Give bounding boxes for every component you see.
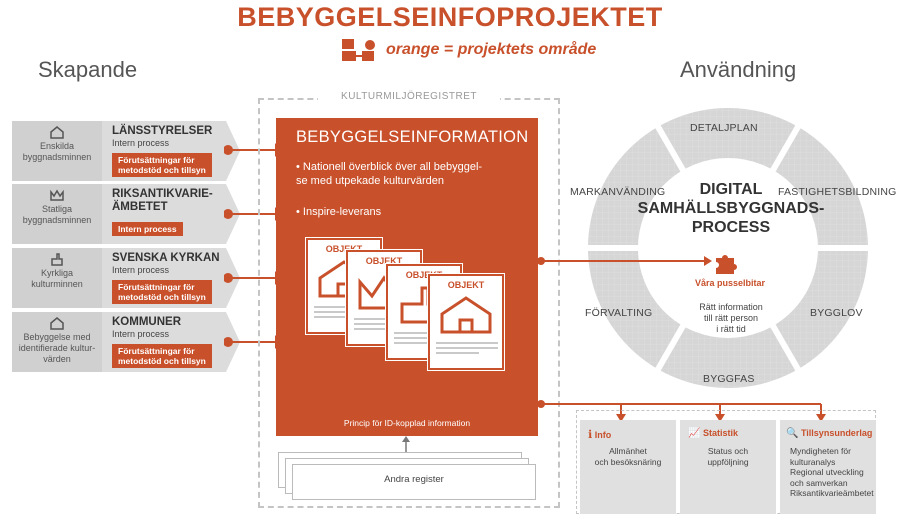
segment-detaljplan: DETALJPLAN <box>690 122 758 134</box>
output-text: Allmänhet och besöksnäring <box>594 446 662 467</box>
row-riksantikvarieambetet: Statliga byggnadsminnen RIKSANTIKVARIE- … <box>12 184 240 244</box>
center-subtext: Rätt information till rätt person i rätt… <box>699 302 763 334</box>
church-icon <box>51 253 63 266</box>
heading-skapande: Skapande <box>38 57 138 82</box>
document-title: OBJEKT <box>405 270 443 280</box>
info-icon: ℹ <box>588 429 593 441</box>
andra-register-label: Andra register <box>384 474 444 485</box>
legend-text: orange = projektets område <box>386 41 597 58</box>
heading-anvandning: Användning <box>680 57 797 82</box>
center-title: DIGITAL SAMHÄLLSBYGGNADS- PROCESS <box>637 181 825 236</box>
output-head: ℹ Info <box>588 429 612 441</box>
row-badge: Intern process <box>112 222 183 236</box>
magnifier-icon: 🔍 <box>786 428 799 439</box>
row-badge: Förutsättningar för metodstöd och tillsy… <box>112 280 212 304</box>
house-icon <box>50 126 64 139</box>
segment-markanvanding: MARKANVÄNDING <box>570 186 666 198</box>
document-title: OBJEKT <box>325 244 363 254</box>
output-statistik: 📈 Statistik Status och uppföljning <box>680 420 776 514</box>
row-badge: Förutsättningar för metodstöd och tillsy… <box>112 344 212 368</box>
row-kommuner: Bebyggelse med identifierade kultur- vär… <box>12 312 240 372</box>
house-icon <box>440 296 492 334</box>
panel-footer: Princip för ID-kopplad information <box>343 418 471 428</box>
panel-title: BEBYGGELSEINFORMATION <box>296 128 529 146</box>
row-category: Bebyggelse med identifierade kultur- vär… <box>18 332 96 364</box>
segment-forvalting: FÖRVALTING <box>585 307 653 319</box>
row-badge: Förutsättningar för metodstöd och tillsy… <box>112 153 212 177</box>
row-org: RIKSANTIKVARIE- ÄMBETET <box>112 188 213 213</box>
kulturmiljoregistret-label: KULTURMILJÖREGISTRET <box>318 91 500 102</box>
output-text: Status och uppföljning <box>707 446 749 467</box>
crown-icon <box>50 189 64 201</box>
row-category: Statliga byggnadsminnen <box>22 204 92 225</box>
panel-bullet-2: • Inspire-leverans <box>296 206 382 218</box>
legend: orange = projektets område <box>340 36 596 64</box>
register-stack-front <box>292 464 536 500</box>
segment-fastighetsbildning: FASTIGHETSBILDNING <box>778 186 897 198</box>
orange-shapes-icon <box>342 39 375 61</box>
document-title: OBJEKT <box>365 256 403 266</box>
page-title: BEBYGGELSEINFOPROJEKTET <box>237 2 663 32</box>
segment-byggfas: BYGGFAS <box>703 373 755 385</box>
output-tillsynsunderlag: 🔍 Tillsynsunderlag Myndigheten för kultu… <box>780 420 876 514</box>
puzzle-icon <box>716 255 737 274</box>
segment-bygglov: BYGGLOV <box>810 307 863 319</box>
document-card: OBJEKT <box>428 274 504 370</box>
row-category: Kyrkliga kulturminnen <box>31 268 83 289</box>
output-head: 🔍 Tillsynsunderlag <box>786 428 873 439</box>
chart-icon: 📈 <box>688 428 701 439</box>
connector-panel-ring <box>537 256 712 266</box>
document-title: OBJEKT <box>447 280 485 290</box>
output-text: Myndigheten för kulturanalys Regional ut… <box>790 446 874 498</box>
process-ring <box>583 108 873 388</box>
output-info: ℹ Info Allmänhet och besöksnäring <box>580 420 676 514</box>
output-head: 📈 Statistik <box>688 428 738 439</box>
row-category: Enskilda byggnadsminnen <box>22 141 92 162</box>
house-icon <box>50 317 64 330</box>
puzzle-label: Våra pusselbitar <box>694 278 766 288</box>
panel-bullet-1: • Nationell överblick över all bebyggel-… <box>296 161 483 187</box>
